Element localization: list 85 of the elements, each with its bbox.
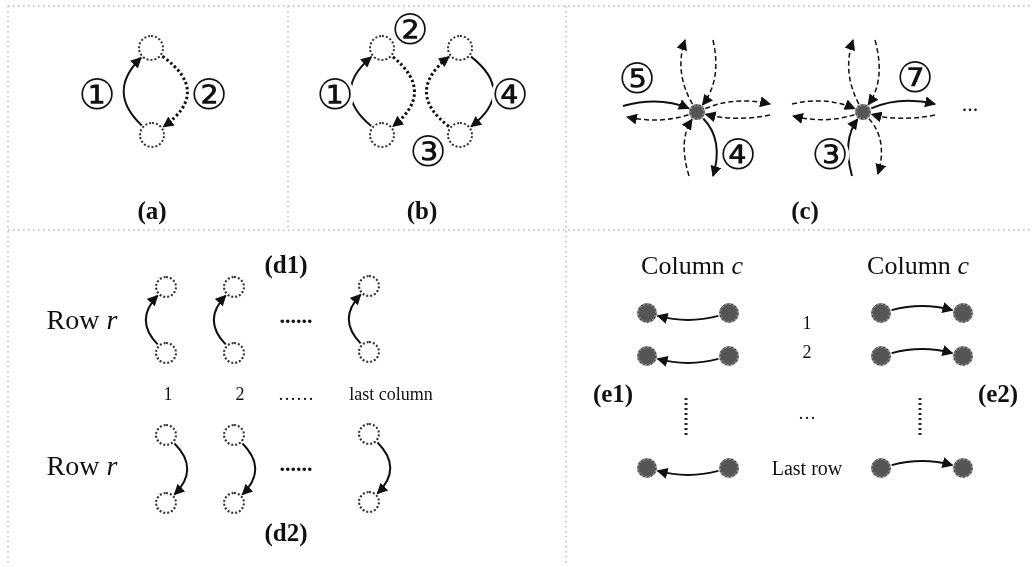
filled-dot: [855, 104, 871, 120]
filled-dot: [637, 458, 657, 478]
curved-arrow: [622, 99, 690, 110]
curved-arrow: [676, 38, 694, 105]
curved-arrow: [173, 442, 189, 496]
label-text: ……: [278, 385, 314, 403]
curved-arrow: [625, 113, 690, 125]
filled-dot: [637, 346, 657, 366]
curved-arrow: [656, 467, 720, 479]
filled-dot: [953, 458, 973, 478]
dotted-circle: [223, 424, 245, 446]
label-text: Column c: [867, 253, 969, 279]
label-text: last column: [349, 385, 433, 403]
curved-arrow: [122, 56, 143, 127]
label-text: (b): [406, 197, 438, 223]
label-text: Row r: [46, 452, 118, 480]
dotted-circle: [155, 276, 177, 298]
dotted-circle: [447, 35, 473, 61]
curved-arrow: [867, 39, 880, 106]
curved-arrow: [844, 38, 860, 105]
curved-arrow: [868, 117, 886, 176]
filled-dot: [871, 303, 891, 323]
label-text: (c): [791, 197, 819, 223]
curved-arrow: [656, 355, 720, 367]
filled-dot: [719, 346, 739, 366]
curved-arrow: [791, 99, 856, 111]
curved-arrow: [847, 118, 859, 177]
dotted-circle: [223, 276, 245, 298]
filled-dot: [689, 104, 705, 120]
curved-arrow: [870, 111, 936, 123]
label-text: Column c: [641, 253, 743, 279]
curved-arrow: [890, 345, 954, 357]
curved-arrow: [704, 96, 772, 110]
filled-dot: [953, 303, 973, 323]
label-text: 1: [163, 385, 173, 403]
dotted-circle: [138, 35, 164, 61]
dotted-circle: [223, 492, 245, 514]
label-text: 1: [802, 314, 812, 332]
label-text: (a): [137, 197, 167, 223]
label-text: (e1): [592, 380, 634, 406]
dotted-circle: [358, 423, 380, 445]
label-text: Row r: [46, 306, 118, 334]
curved-arrow: [161, 55, 189, 129]
filled-dot: [637, 303, 657, 323]
filled-dot: [719, 458, 739, 478]
curved-arrow: [376, 441, 392, 495]
curved-arrow: [704, 111, 771, 122]
curved-arrow: [870, 96, 937, 110]
curved-arrow: [656, 312, 720, 324]
curved-arrow: [702, 117, 721, 178]
curved-arrow: [890, 457, 954, 469]
label-text: 2: [802, 343, 812, 361]
dotted-circle: [223, 342, 245, 364]
curved-arrow: [391, 55, 416, 128]
dotted-circle: [358, 275, 380, 297]
dotted-circle: [155, 492, 177, 514]
dotted-circle: [155, 424, 177, 446]
curved-arrow: [470, 55, 495, 128]
label-text: Last row: [771, 458, 843, 478]
label-text: ...: [961, 93, 979, 115]
dotted-circle: [139, 122, 165, 148]
label-text: (e2): [977, 380, 1019, 406]
label-text: …: [798, 404, 816, 422]
label-text: ......: [279, 453, 313, 475]
dotted-circle: [369, 122, 395, 148]
curved-arrow: [212, 294, 227, 346]
dotted-circle: [358, 341, 380, 363]
filled-dot: [719, 303, 739, 323]
label-text: (d2): [264, 519, 308, 545]
curved-arrow: [241, 442, 257, 496]
curved-arrow: [890, 302, 954, 314]
filled-dot: [871, 346, 891, 366]
dotted-circle: [155, 342, 177, 364]
label-text: 2: [235, 385, 245, 403]
dotted-circle: [358, 491, 380, 513]
curved-arrow: [682, 118, 693, 177]
curved-arrow: [425, 55, 450, 128]
curved-arrow: [347, 293, 362, 345]
curved-arrow: [791, 112, 856, 124]
filled-dot: [871, 458, 891, 478]
curved-arrow: [144, 294, 159, 346]
label-text: (d1): [264, 251, 308, 277]
curved-arrow: [701, 39, 717, 106]
label-text: ......: [279, 305, 313, 327]
filled-dot: [953, 346, 973, 366]
